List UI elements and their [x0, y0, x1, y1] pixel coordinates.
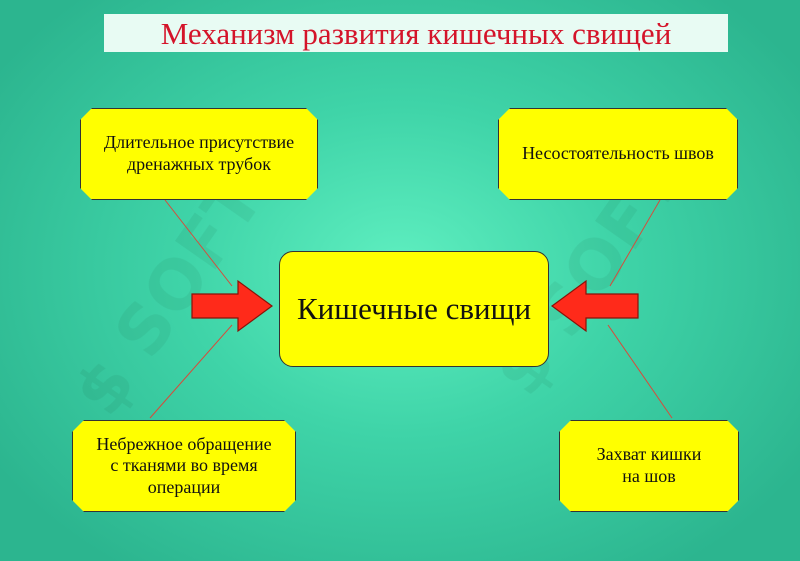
title-banner: Механизм развития кишечных свищей: [104, 14, 728, 52]
center-text: Кишечные свищи: [296, 291, 532, 327]
cause-text-top-left: Длительное присутствие дренажных трубок: [103, 132, 295, 174]
cause-box-top-left: Длительное присутствие дренажных трубок: [80, 108, 318, 200]
connector-bottom-right: [607, 324, 673, 419]
connector-bottom-left: [149, 324, 233, 419]
cause-text-top-right: Несостоятельность швов: [522, 143, 714, 164]
cause-text-bottom-right: Захват кишки на шов: [596, 444, 702, 486]
center-box: Кишечные свищи: [279, 251, 549, 367]
right-arrow-icon: [550, 279, 639, 333]
diagram-title: Механизм развития кишечных свищей: [160, 15, 672, 51]
connector-top-left: [164, 199, 233, 287]
cause-text-bottom-left: Небрежное обращение с тканями во время о…: [96, 433, 272, 497]
cause-box-top-right: Несостоятельность швов: [498, 108, 738, 200]
left-arrow-icon: [191, 279, 274, 333]
connector-top-right: [609, 199, 661, 287]
cause-box-bottom-left: Небрежное обращение с тканями во время о…: [72, 420, 296, 512]
cause-box-bottom-right: Захват кишки на шов: [559, 420, 739, 512]
